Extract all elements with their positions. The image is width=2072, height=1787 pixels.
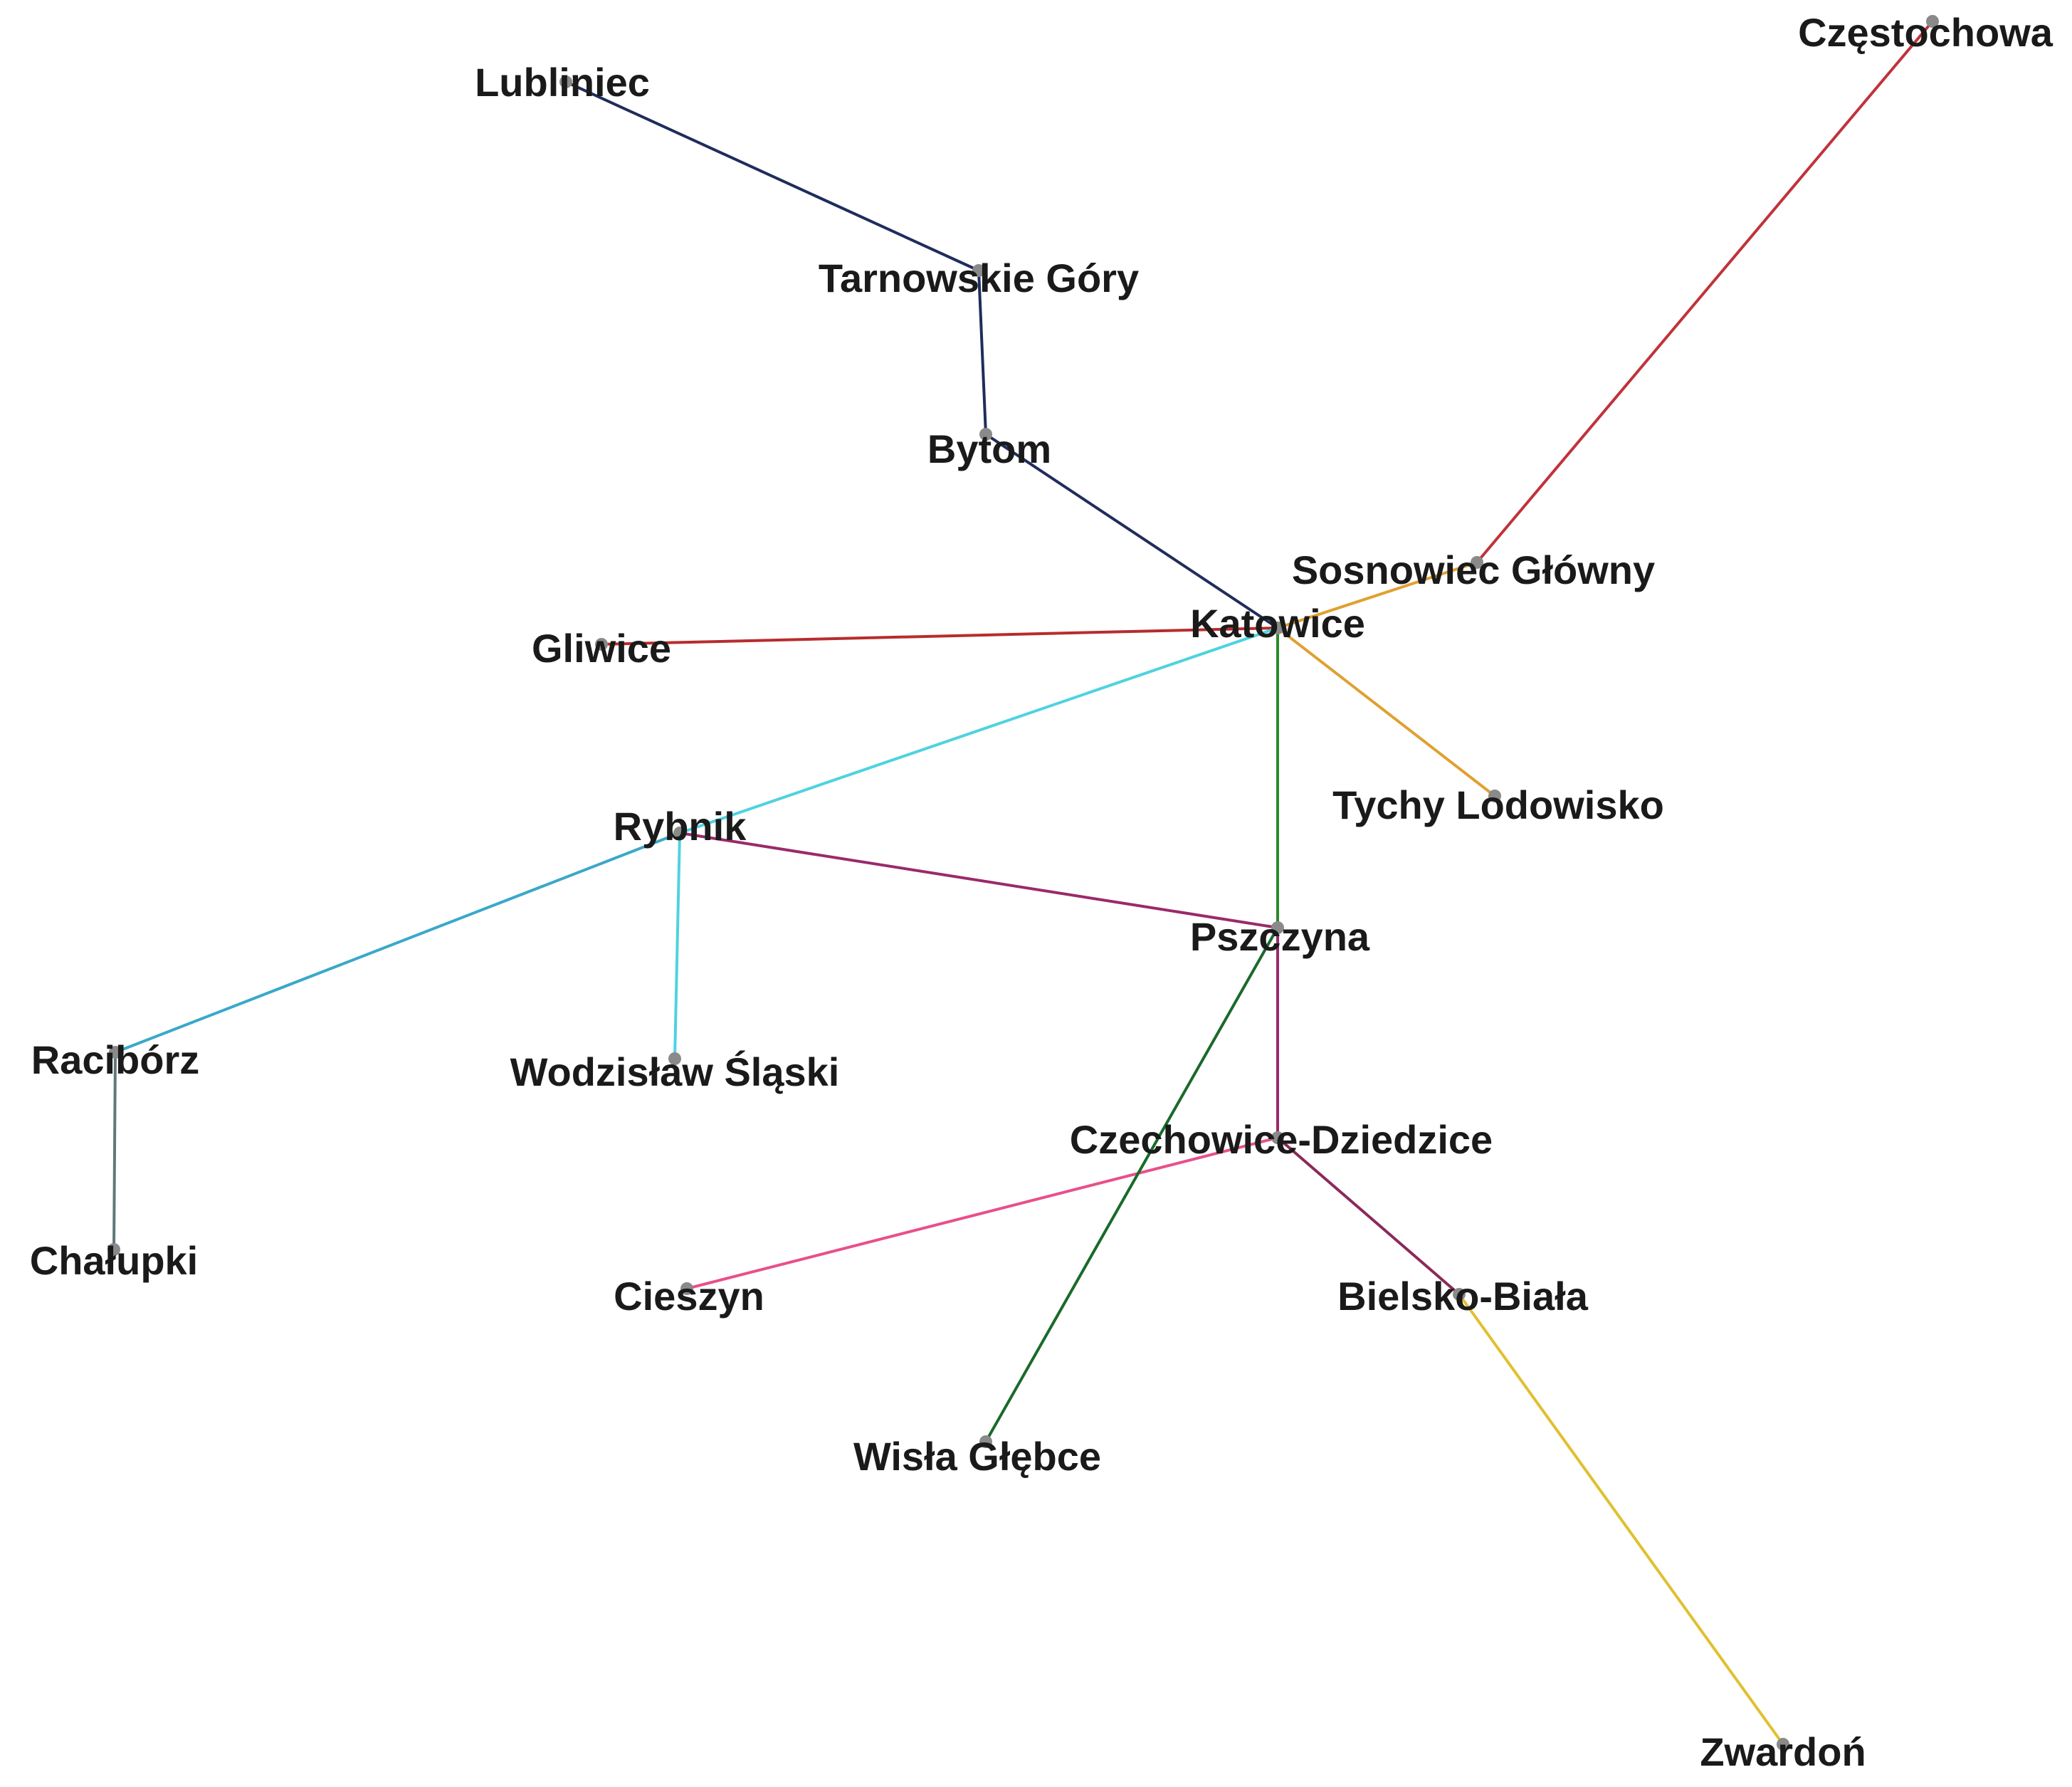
connection-gliwice-katowice [600, 627, 1279, 646]
station-label-raciborz: Racibórz [31, 1037, 200, 1082]
connection-pszczyna-wisla-glebce [984, 926, 1279, 1443]
connection-czechowice-dziedzice-bielsko-biala [1276, 1136, 1461, 1296]
connection-czestochowa-sosnowiec-glowny [1476, 20, 1934, 564]
connection-czechowice-dziedzice-cieszyn [685, 1136, 1279, 1290]
connection-rybnik-wodzislaw-slaski [673, 832, 681, 1060]
station-node-lubliniec [559, 75, 572, 88]
connection-rybnik-pszczyna [678, 832, 1279, 929]
connection-bielsko-biala-zwardon [1458, 1293, 1784, 1746]
station-label-wisla-glebce: Wisła Głębce [853, 1434, 1101, 1479]
connection-tarnowskie-gory-bytom [977, 269, 987, 436]
stations-layer [107, 15, 1939, 1751]
station-label-zwardon: Zwardoń [1700, 1729, 1866, 1774]
station-label-pszczyna: Pszczyna [1190, 914, 1370, 959]
station-node-gliwice [595, 638, 608, 651]
station-label-wodzislaw-slaski: Wodzisław Śląski [510, 1049, 840, 1094]
station-node-tarnowskie-gory [972, 264, 985, 277]
station-node-tychy-lodowisko [1488, 790, 1501, 802]
station-node-zwardon [1777, 1738, 1789, 1751]
station-label-gliwice: Gliwice [532, 626, 671, 671]
station-label-rybnik: Rybnik [614, 804, 747, 849]
station-label-katowice: Katowice [1190, 601, 1365, 646]
station-label-chalupki: Chałupki [30, 1238, 198, 1283]
station-label-tarnowskie-gory: Tarnowskie Góry [819, 256, 1139, 300]
station-node-wodzislaw-slaski [668, 1052, 681, 1065]
connection-lubliniec-tarnowskie-gory [564, 80, 980, 272]
station-label-tychy-lodowisko: Tychy Lodowisko [1332, 782, 1664, 827]
connection-katowice-rybnik [678, 627, 1279, 834]
station-node-czestochowa [1926, 15, 1939, 28]
connection-raciborz-chalupki [112, 1051, 117, 1251]
connection-bytom-katowice [984, 433, 1279, 629]
station-node-cieszyn [680, 1282, 693, 1295]
station-node-bielsko-biala [1453, 1288, 1466, 1301]
station-node-wisla-glebce [979, 1435, 992, 1448]
station-node-czechowice-dziedzice [1271, 1131, 1284, 1144]
station-node-rybnik [673, 827, 686, 839]
station-label-czechowice-dziedzice: Czechowice-Dziedzice [1070, 1117, 1493, 1162]
station-label-cieszyn: Cieszyn [614, 1274, 764, 1319]
station-label-bytom: Bytom [927, 426, 1051, 471]
station-node-pszczyna [1271, 921, 1284, 934]
station-node-sosnowiec-glowny [1471, 556, 1483, 569]
station-node-chalupki [107, 1243, 120, 1256]
station-label-lubliniec: Lubliniec [475, 60, 650, 105]
station-label-czestochowa: Częstochowa [1798, 10, 2053, 55]
connection-rybnik-raciborz [114, 832, 681, 1054]
station-label-sosnowiec-glowny: Sosnowiec Główny [1292, 547, 1655, 592]
station-node-katowice [1271, 622, 1284, 634]
station-label-bielsko-biala: Bielsko-Biała [1337, 1274, 1589, 1319]
connection-sosnowiec-glowny-katowice [1276, 561, 1478, 629]
connections-layer [112, 20, 1934, 1746]
station-node-raciborz [109, 1046, 122, 1059]
connection-katowice-tychy-lodowisko [1276, 627, 1496, 797]
station-node-bytom [979, 428, 992, 441]
